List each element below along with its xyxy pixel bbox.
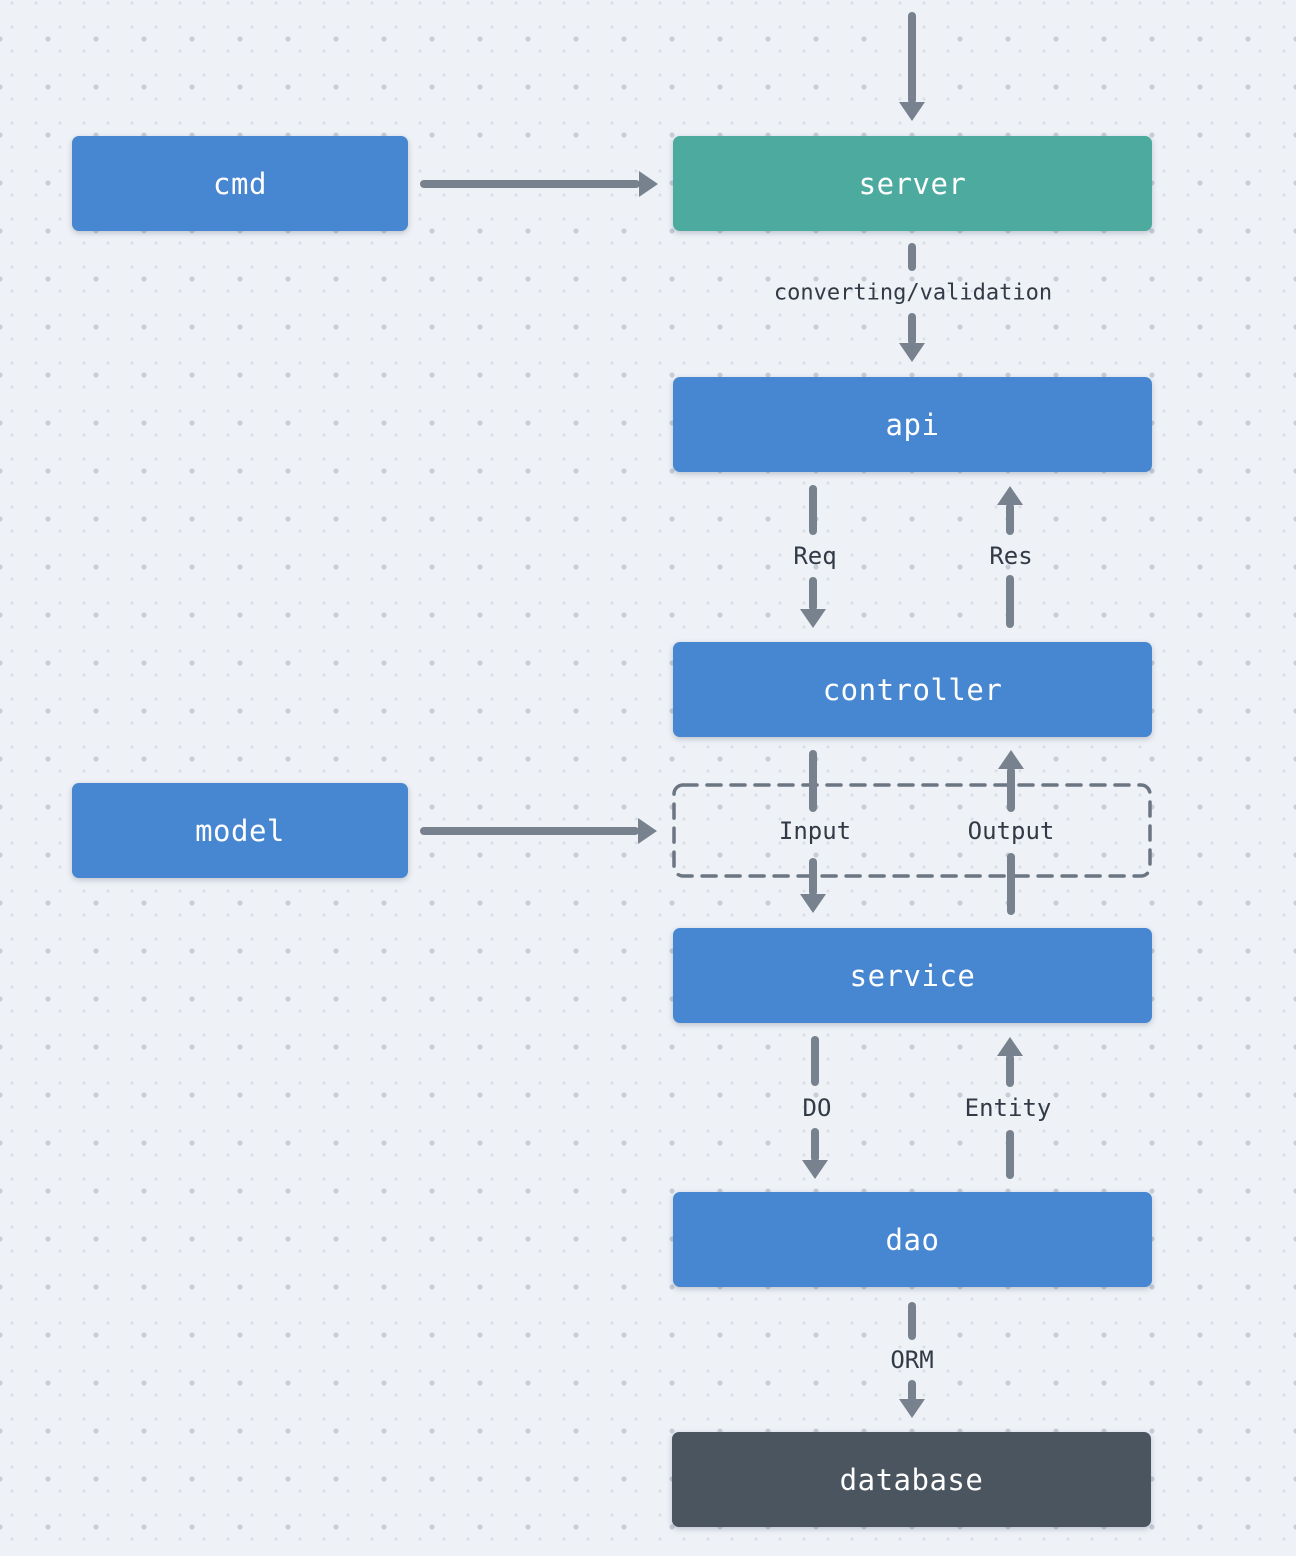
arrow-output-stub	[1007, 853, 1015, 915]
arrow-server-api-head	[899, 343, 925, 362]
arrow-output-shaft	[1007, 767, 1015, 812]
arrow-req-head	[800, 609, 826, 628]
arrow-input-shaft	[809, 858, 817, 896]
arrow-model-head	[638, 818, 657, 844]
arrow-entity-stub	[1006, 1130, 1014, 1179]
arrow-orm-stub	[908, 1302, 916, 1340]
node-server-label: server	[858, 166, 967, 201]
arrow-res-stub	[1006, 575, 1014, 628]
arrow-do-stub	[811, 1036, 819, 1086]
arrow-cmd-server-shaft	[420, 180, 640, 188]
node-api-label: api	[885, 407, 940, 442]
arrow-model-shaft	[420, 827, 639, 835]
edge-label-res: Res	[989, 542, 1033, 570]
arrow-server-api-stub	[908, 243, 916, 271]
edge-label-input: Input	[778, 817, 852, 845]
edge-label-converting-validation: converting/validation	[773, 280, 1053, 306]
edge-label-output: Output	[967, 817, 1055, 845]
arrow-cmd-server-head	[639, 171, 658, 197]
arrow-top-into-server-head	[899, 102, 925, 121]
arrow-output-head	[998, 750, 1024, 769]
node-database: database	[672, 1432, 1151, 1527]
arrow-do-shaft	[811, 1128, 819, 1162]
node-service-label: service	[849, 958, 976, 993]
node-dao-label: dao	[885, 1222, 940, 1257]
arrow-res-head	[997, 486, 1023, 505]
arrow-req-shaft	[809, 577, 817, 611]
node-model: model	[72, 783, 408, 878]
arrow-orm-head	[899, 1399, 925, 1418]
edge-label-do: DO	[802, 1094, 832, 1122]
node-server: server	[673, 136, 1152, 231]
arrow-do-head	[802, 1160, 828, 1179]
arrow-input-head	[800, 894, 826, 913]
arrow-input-stub	[809, 750, 817, 812]
node-api: api	[673, 377, 1152, 472]
node-cmd-label: cmd	[213, 166, 267, 201]
arrow-server-api-shaft	[908, 313, 916, 345]
node-controller-label: controller	[822, 672, 1003, 707]
edge-label-req: Req	[793, 542, 837, 570]
arrow-res-shaft	[1006, 503, 1014, 535]
node-database-label: database	[839, 1462, 984, 1497]
arrow-orm-shaft	[908, 1380, 916, 1402]
arrow-req-stub	[809, 485, 817, 535]
model-scope-dashed-box	[672, 783, 1152, 878]
node-controller: controller	[673, 642, 1152, 737]
arrow-entity-shaft	[1006, 1054, 1014, 1087]
node-cmd: cmd	[72, 136, 408, 231]
node-model-label: model	[195, 813, 285, 848]
edge-label-orm: ORM	[890, 1346, 934, 1374]
arrow-top-into-server-shaft	[908, 12, 916, 104]
edge-label-entity: Entity	[964, 1094, 1052, 1122]
arrow-entity-head	[997, 1037, 1023, 1056]
node-dao: dao	[673, 1192, 1152, 1287]
node-service: service	[673, 928, 1152, 1023]
